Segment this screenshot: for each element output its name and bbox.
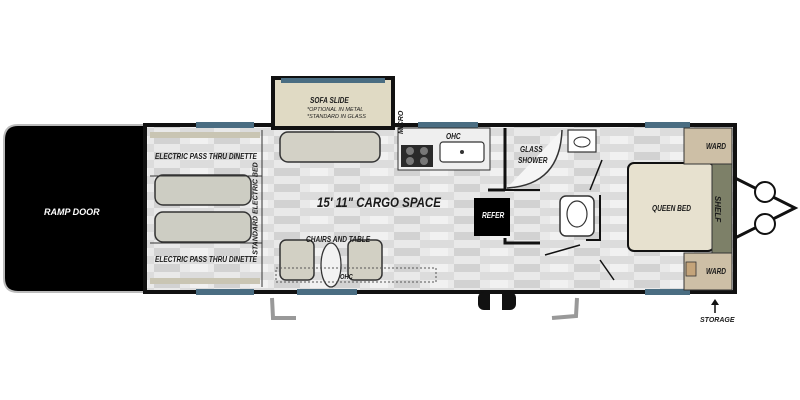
window: [645, 122, 690, 128]
ohc-top-label: OHC: [446, 132, 461, 141]
dinette-seat: [154, 174, 252, 206]
dinette-back: [150, 132, 260, 138]
window: [418, 122, 478, 128]
glass-shower-label-2: SHOWER: [518, 156, 548, 165]
sofa-slide-label: SOFA SLIDE: [310, 96, 349, 105]
glass-shower: [506, 129, 563, 189]
sofa-note-1: *OPTIONAL IN METAL: [307, 107, 364, 113]
micro-label: MICRO: [398, 110, 405, 134]
cargo-space-label: 15' 11" CARGO SPACE: [317, 194, 441, 210]
bathroom-wall: [488, 128, 540, 245]
dinette-top-label: ELECTRIC PASS THRU DINETTE: [155, 152, 257, 161]
ramp-door-label: RAMP DOOR: [44, 207, 100, 217]
chair: [347, 239, 383, 281]
window: [196, 122, 254, 128]
wardrobe-top: [683, 127, 733, 165]
glass-shower-label-1: GLASS: [520, 145, 543, 154]
shelf: [711, 163, 733, 254]
refer-label: REFER: [482, 211, 505, 220]
ward-top-label: WARD: [706, 142, 727, 151]
dinette-bottom-label: ELECTRIC PASS THRU DINETTE: [155, 255, 257, 264]
sofa-slide-box: [271, 76, 395, 130]
entry-step: [270, 297, 296, 320]
chairs-table-label: CHAIRS AND TABLE: [306, 235, 371, 244]
dinette-seat: [154, 211, 252, 243]
chair: [279, 239, 315, 281]
shelf-label: SHELF: [713, 195, 723, 223]
table: [320, 242, 342, 288]
queen-bed-label: QUEEN BED: [652, 204, 692, 213]
ramp-door: [3, 124, 146, 293]
entry-step: [551, 297, 579, 320]
ohc-bottom-label: OHC: [340, 274, 353, 281]
microwave-range: [401, 145, 433, 167]
window: [196, 289, 254, 295]
window: [297, 289, 357, 295]
storage-label: STORAGE: [700, 317, 735, 324]
standard-bed-label: STANDARD ELECTRIC BED: [252, 162, 260, 255]
refrigerator: [474, 198, 510, 236]
ward-bottom-label: WARD: [706, 267, 727, 276]
window: [645, 289, 690, 295]
sofa: [279, 131, 381, 163]
sofa-note-2: *STANDARD IN GLASS: [307, 114, 366, 120]
